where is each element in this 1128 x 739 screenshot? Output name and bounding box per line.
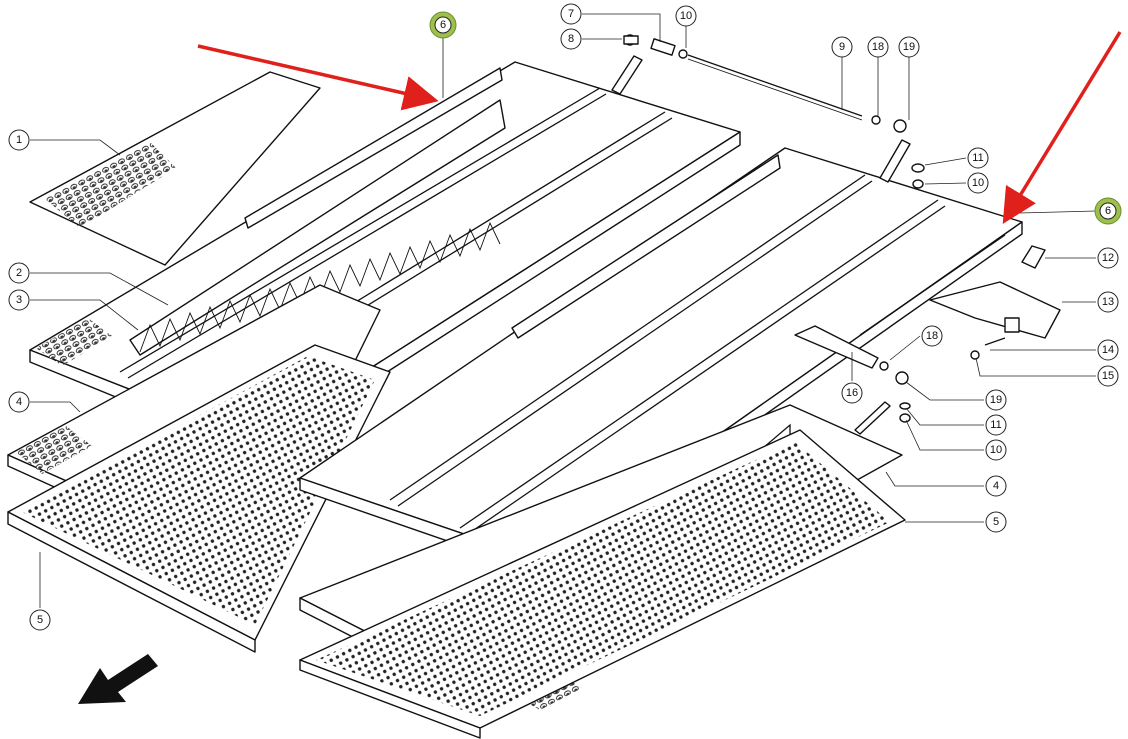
callout-label: 6 bbox=[1105, 205, 1111, 217]
callout-13: 13 bbox=[1097, 291, 1119, 313]
rod-end-part-19-lower bbox=[895, 371, 909, 385]
callout-label: 19 bbox=[903, 41, 915, 53]
callout-label: 11 bbox=[972, 152, 983, 164]
callout-label: 7 bbox=[568, 8, 574, 20]
callout-label: 2 bbox=[16, 267, 22, 279]
callout-15: 15 bbox=[1097, 365, 1119, 387]
callout-label: 19 bbox=[990, 394, 1002, 406]
callout-12: 12 bbox=[1097, 247, 1119, 269]
red-arrow-left bbox=[197, 44, 439, 111]
callout-label: 6 bbox=[440, 19, 446, 31]
callout-label: 10 bbox=[972, 177, 984, 189]
rod-end-part-8 bbox=[611, 34, 643, 95]
bracket-plate-part-13 bbox=[929, 281, 1061, 339]
callout-label: 3 bbox=[16, 294, 22, 306]
callout-6-highlighted-right: 6 bbox=[1094, 197, 1122, 225]
callout-label: 9 bbox=[839, 41, 845, 53]
callout-label: 1 bbox=[16, 134, 22, 146]
callout-label: 16 bbox=[846, 387, 858, 399]
right-perforated-screen-part-5 bbox=[299, 429, 906, 739]
callout-9: 9 bbox=[831, 36, 853, 58]
callout-6-highlighted-left: 6 bbox=[429, 11, 457, 39]
callout-14: 14 bbox=[1097, 339, 1119, 361]
callout-11-top: 11 bbox=[967, 147, 989, 169]
rod-end-part-19-top bbox=[879, 119, 911, 183]
washer-nut-parts-11-10-top bbox=[911, 163, 925, 189]
callout-label: 18 bbox=[872, 41, 884, 53]
callout-label: 8 bbox=[568, 33, 574, 45]
callout-10-mid: 10 bbox=[967, 172, 989, 194]
callout-5-right: 5 bbox=[985, 511, 1007, 533]
callout-label: 4 bbox=[16, 396, 22, 408]
arrow-down-left-icon bbox=[78, 654, 158, 704]
adjuster-rod-part-9 bbox=[687, 54, 863, 121]
washer-nut-parts-11-10-lower bbox=[854, 401, 911, 435]
washer-part-18-top bbox=[871, 115, 881, 125]
cover-sheet-part-1 bbox=[29, 71, 321, 266]
callout-label: 15 bbox=[1102, 370, 1114, 382]
callout-10-lower: 10 bbox=[985, 439, 1007, 461]
callout-1: 1 bbox=[8, 129, 30, 151]
callout-19-lower: 19 bbox=[985, 389, 1007, 411]
callout-label: 13 bbox=[1102, 296, 1114, 308]
callout-2: 2 bbox=[8, 262, 30, 284]
callout-18-lower: 18 bbox=[921, 325, 943, 347]
rod-part-16 bbox=[794, 325, 879, 369]
callout-label: 12 bbox=[1102, 252, 1114, 264]
washer-part-15 bbox=[970, 350, 980, 360]
callout-label: 5 bbox=[37, 614, 43, 626]
callout-label: 14 bbox=[1102, 344, 1114, 356]
callout-label: 18 bbox=[926, 330, 938, 342]
callout-7: 7 bbox=[560, 3, 582, 25]
bushing-part-7 bbox=[650, 38, 676, 56]
callout-8: 8 bbox=[560, 28, 582, 50]
callout-11-lower: 11 bbox=[985, 414, 1007, 436]
bracket-part-12 bbox=[1021, 245, 1046, 269]
callout-19-top: 19 bbox=[898, 36, 920, 58]
bolt-part-14 bbox=[984, 337, 1006, 346]
callout-18-top: 18 bbox=[867, 36, 889, 58]
callout-4-left: 4 bbox=[8, 391, 30, 413]
callout-16: 16 bbox=[841, 382, 863, 404]
left-perforated-screen-part-5 bbox=[7, 344, 391, 653]
callout-label: 10 bbox=[680, 10, 692, 22]
red-arrow-right bbox=[1002, 31, 1122, 224]
callout-5-left: 5 bbox=[29, 609, 51, 631]
callout-3: 3 bbox=[8, 289, 30, 311]
nut-part-10-top bbox=[678, 49, 688, 59]
leader-lines bbox=[30, 13, 1097, 608]
callout-4-right: 4 bbox=[985, 475, 1007, 497]
callout-label: 10 bbox=[990, 444, 1002, 456]
callout-10-top: 10 bbox=[675, 5, 697, 27]
callout-label: 5 bbox=[993, 516, 999, 528]
washer-part-18-lower bbox=[879, 361, 889, 371]
callout-label: 4 bbox=[993, 480, 999, 492]
callout-label: 11 bbox=[990, 419, 1001, 431]
